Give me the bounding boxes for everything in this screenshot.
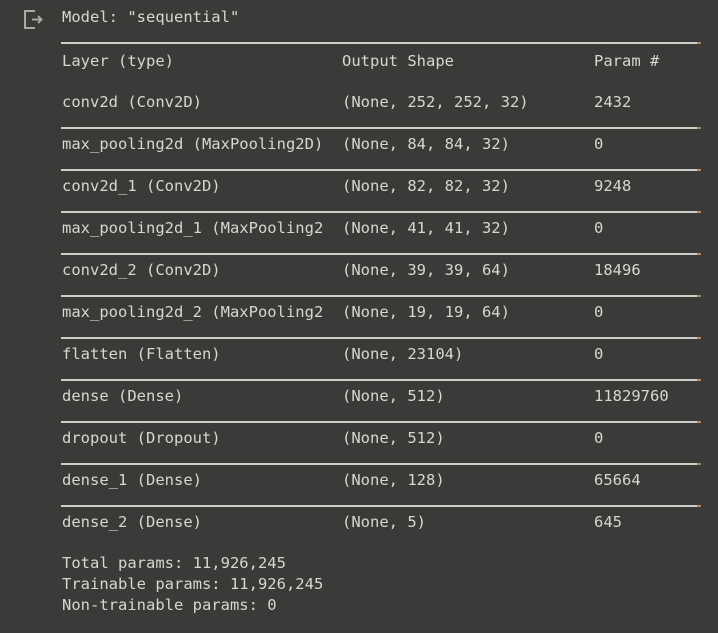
column-header-output-shape: Output Shape (342, 52, 454, 70)
cell-shape: (None, 512) (342, 387, 445, 405)
cell-shape: (None, 19, 19, 64) (342, 303, 510, 321)
cell-shape: (None, 5) (342, 513, 426, 531)
non-trainable-params: Non-trainable params: 0 (62, 596, 277, 614)
cell-shape: (None, 82, 82, 32) (342, 177, 510, 195)
cell-params: 645 (594, 513, 622, 531)
row-separator (61, 463, 701, 465)
table-row: dense_1 (Dense) (None, 128) 65664 (58, 470, 718, 491)
cell-params: 9248 (594, 177, 632, 195)
table-row: max_pooling2d_1 (MaxPooling2 (None, 41, … (58, 218, 718, 239)
table-row: conv2d_1 (Conv2D) (None, 82, 82, 32) 924… (58, 176, 718, 197)
table-row: max_pooling2d_2 (MaxPooling2 (None, 19, … (58, 302, 718, 323)
row-separator (61, 295, 701, 297)
cell-params: 65664 (594, 471, 641, 489)
table-row: conv2d (Conv2D) (None, 252, 252, 32) 243… (58, 92, 718, 113)
cell-layer: max_pooling2d (MaxPooling2D) (62, 135, 324, 153)
cell-params: 0 (594, 135, 604, 153)
trainable-params: Trainable params: 11,926,245 (62, 575, 324, 593)
table-row: flatten (Flatten) (None, 23104) 0 (58, 344, 718, 365)
cell-layer: dense (Dense) (62, 387, 184, 405)
cell-params: 18496 (594, 261, 641, 279)
cell-shape: (None, 39, 39, 64) (342, 261, 510, 279)
table-row: dense (Dense) (None, 512) 11829760 (58, 386, 718, 407)
cell-layer: conv2d (Conv2D) (62, 93, 202, 111)
rule-top (61, 42, 701, 44)
row-separator (61, 169, 701, 171)
cell-layer: dense_2 (Dense) (62, 513, 202, 531)
cell-shape: (None, 128) (342, 471, 445, 489)
cell-params: 2432 (594, 93, 632, 111)
row-separator (61, 505, 701, 507)
table-row: dense_2 (Dense) (None, 5) 645 (58, 512, 718, 533)
cell-shape: (None, 23104) (342, 345, 464, 363)
table-row: max_pooling2d (MaxPooling2D) (None, 84, … (58, 134, 718, 155)
cell-shape: (None, 41, 41, 32) (342, 219, 510, 237)
column-header-layer: Layer (type) (62, 52, 174, 70)
cell-layer: dense_1 (Dense) (62, 471, 202, 489)
total-params: Total params: 11,926,245 (62, 554, 286, 572)
row-separator (61, 421, 701, 423)
table-row: conv2d_2 (Conv2D) (None, 39, 39, 64) 184… (58, 260, 718, 281)
cell-params: 0 (594, 429, 604, 447)
cell-layer: conv2d_2 (Conv2D) (62, 261, 221, 279)
cell-shape: (None, 512) (342, 429, 445, 447)
model-summary-console: Model: "sequential" Layer (type) Output … (58, 0, 718, 633)
rule-header-equals: ========================================… (61, 76, 702, 83)
row-separator (61, 379, 701, 381)
cell-layer: max_pooling2d_2 (MaxPooling2 (62, 303, 324, 321)
output-gutter (0, 0, 58, 633)
table-header-row: Layer (type) Output Shape Param # (58, 51, 718, 72)
cell-params: 11829760 (594, 387, 669, 405)
cell-params: 0 (594, 345, 604, 363)
cell-params: 0 (594, 219, 604, 237)
model-title: Model: "sequential" (62, 8, 240, 26)
column-header-param: Param # (594, 52, 660, 70)
output-arrow-icon (22, 9, 44, 30)
row-separator (61, 337, 701, 339)
cell-params: 0 (594, 303, 604, 321)
cell-shape: (None, 252, 252, 32) (342, 93, 529, 111)
table-row: dropout (Dropout) (None, 512) 0 (58, 428, 718, 449)
row-separator (61, 127, 701, 129)
cell-layer: flatten (Flatten) (62, 345, 221, 363)
row-separator (61, 253, 701, 255)
cell-layer: dropout (Dropout) (62, 429, 221, 447)
cell-layer: max_pooling2d_1 (MaxPooling2 (62, 219, 324, 237)
rule-footer-equals: ========================================… (61, 547, 702, 554)
cell-shape: (None, 84, 84, 32) (342, 135, 510, 153)
row-separator (61, 211, 701, 213)
cell-layer: conv2d_1 (Conv2D) (62, 177, 221, 195)
